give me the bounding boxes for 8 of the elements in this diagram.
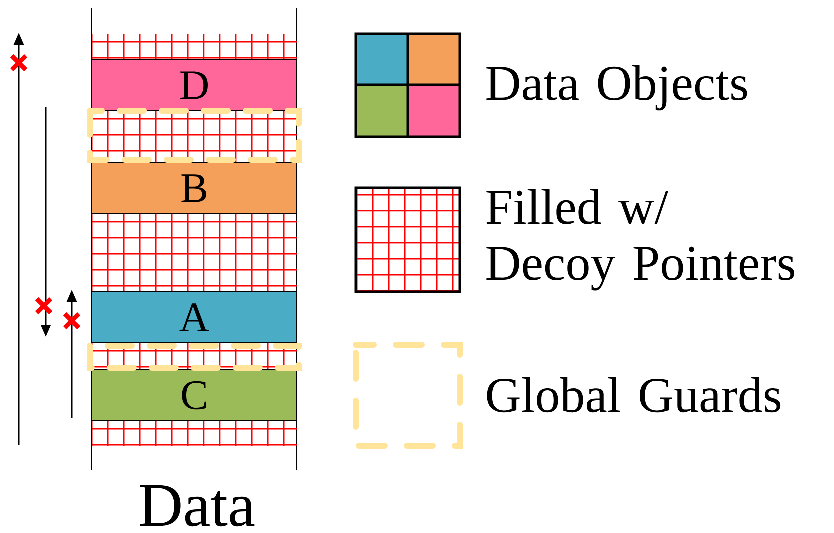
legend-label: Filled w/ Decoy Pointers — [486, 189, 794, 291]
legend-label: Data Objects — [486, 65, 748, 111]
data-object-box: C — [92, 370, 298, 422]
axis-label: Data — [140, 485, 255, 527]
data-object-box: B — [92, 162, 298, 214]
data-object-box: A — [92, 292, 298, 344]
legend-label: Global Guards — [487, 377, 781, 413]
data-object-box: D — [92, 60, 298, 112]
